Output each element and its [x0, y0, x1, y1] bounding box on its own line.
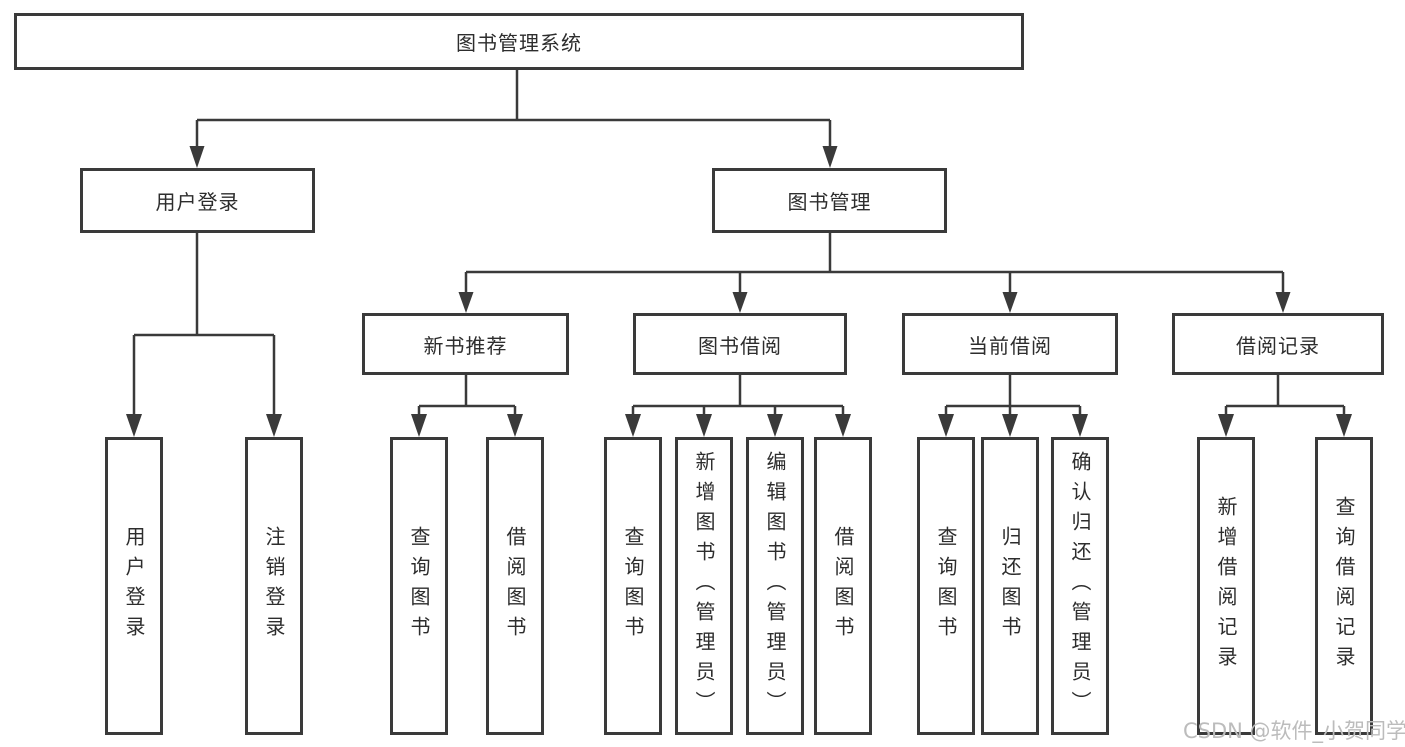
- leaf-query-books-borrowing: 查询图书: [604, 437, 662, 735]
- csdn-watermark: CSDN @软件_小贺同学: [1183, 719, 1405, 743]
- node-book-management: 图书管理: [712, 168, 947, 233]
- leaf-borrow-books: 借阅图书: [814, 437, 872, 735]
- arrowheads: [126, 146, 1352, 437]
- node-new-book-recommend: 新书推荐: [362, 313, 569, 375]
- node-label: 归还图书: [998, 526, 1022, 646]
- node-current-borrowing: 当前借阅: [902, 313, 1118, 375]
- leaf-edit-book-admin: 编辑图书（管理员）: [746, 437, 804, 735]
- leaf-query-borrow-record: 查询借阅记录: [1315, 437, 1373, 735]
- node-label: 查询借阅记录: [1332, 496, 1356, 676]
- node-label: 借阅图书: [503, 526, 527, 646]
- leaf-query-books-current: 查询图书: [917, 437, 975, 735]
- node-label: 确认归还（管理员）: [1068, 451, 1092, 721]
- node-label: 图书借阅: [698, 333, 782, 358]
- node-label: 用户登录: [155, 190, 240, 214]
- node-label: 新增借阅记录: [1214, 496, 1238, 676]
- node-label: 新增图书（管理员）: [692, 451, 716, 721]
- leaf-add-borrow-record: 新增借阅记录: [1197, 437, 1255, 735]
- node-label: 注销登录: [262, 526, 286, 646]
- node-borrowing-records: 借阅记录: [1172, 313, 1384, 375]
- leaf-return-books: 归还图书: [981, 437, 1039, 735]
- leaf-logout: 注销登录: [245, 437, 303, 735]
- leaf-confirm-return-admin: 确认归还（管理员）: [1051, 437, 1109, 735]
- node-label: 借阅图书: [831, 526, 855, 646]
- leaf-add-book-admin: 新增图书（管理员）: [675, 437, 733, 735]
- node-label: 查询图书: [934, 526, 958, 646]
- node-label: 新书推荐: [423, 333, 508, 358]
- node-label: 当前借阅: [968, 333, 1052, 358]
- node-book-borrowing: 图书借阅: [633, 313, 847, 375]
- node-root: 图书管理系统: [14, 13, 1024, 70]
- node-label: 查询图书: [621, 526, 645, 646]
- node-label: 用户登录: [122, 526, 146, 646]
- leaf-borrow-books-recommend: 借阅图书: [486, 437, 544, 735]
- node-label: 借阅记录: [1236, 333, 1320, 358]
- leaf-query-books-recommend: 查询图书: [390, 437, 448, 735]
- node-label: 图书管理: [787, 190, 872, 214]
- node-label: 编辑图书（管理员）: [763, 451, 787, 721]
- leaf-user-login: 用户登录: [105, 437, 163, 735]
- node-label: 查询图书: [407, 526, 431, 646]
- node-label: 图书管理系统: [456, 31, 582, 55]
- node-user-login: 用户登录: [80, 168, 315, 233]
